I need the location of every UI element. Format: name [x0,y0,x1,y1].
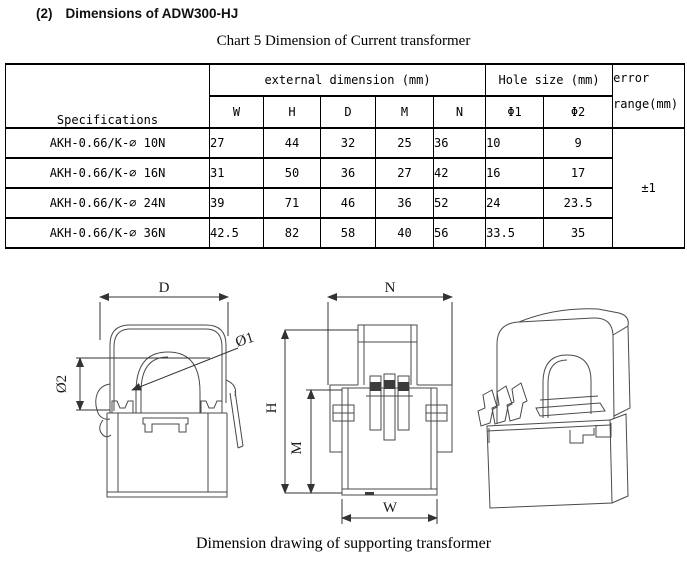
value-cell-phi1: 16 [485,157,545,189]
value-cell-phi1: 10 [485,127,545,159]
value-cell-phi2: 17 [543,157,614,189]
drawing-caption: Dimension drawing of supporting transfor… [195,535,492,552]
value-cell-d: 58 [320,217,376,249]
dim-label-n: N [385,280,396,296]
dim-label-phi1: Ø1 [234,330,256,351]
value-cell-h: 71 [263,187,321,219]
transformer-dimension-drawings: D Ø2 Ø1 [54,280,631,524]
value-cell-phi2: 23.5 [543,187,614,219]
front-view-drawing: N H M [264,280,453,524]
value-cell-n: 42 [432,157,487,189]
value-cell-h: 82 [263,217,321,249]
specifications-header: Specifications [5,63,210,129]
value-cell-d: 36 [320,157,376,189]
page-title: (2) Dimensions of ADW300-HJ [36,6,238,21]
table-row: AKH-0.66/K-⌀ 16N 31 50 36 27 42 16 17 [5,157,685,189]
col-header-n: N [432,95,487,129]
value-cell-phi1: 24 [485,187,545,219]
side-view-drawing: D Ø2 Ø1 [54,280,256,498]
value-cell-h: 50 [263,157,321,189]
section-marker: (2) [36,6,53,21]
value-cell-d: 32 [320,127,376,159]
value-cell-w: 27 [209,127,264,159]
value-cell-d: 46 [320,187,376,219]
value-cell-m: 36 [375,187,434,219]
value-cell-m: 40 [375,217,434,249]
value-cell-phi2: 9 [543,127,614,159]
table-header-row-2: W H D M N Φ1 Φ2 [6,95,685,129]
table-caption: Chart 5 Dimension of Current transformer [216,33,471,49]
value-cell-phi2: 35 [543,217,614,249]
error-range-header-line2: range(mm) [613,97,679,111]
spec-cell: AKH-0.66/K-⌀ 36N [5,217,210,249]
value-cell-n: 36 [432,127,487,159]
value-cell-m: 27 [375,157,434,189]
dim-label-h: H [264,402,280,413]
value-cell-phi1: 33.5 [485,217,545,249]
table-row: AKH-0.66/K-⌀ 10N 27 44 32 25 36 10 9 ±1 [5,127,686,249]
dim-label-phi2: Ø2 [54,375,70,393]
error-range-value: ±1 [612,127,686,249]
perspective-view-drawing [477,308,631,509]
col-header-d: D [320,95,376,129]
spec-cell: AKH-0.66/K-⌀ 10N [5,127,210,159]
col-header-w: W [209,95,264,129]
external-dimension-group-header: external dimension (mm) [208,63,487,97]
value-cell-w: 39 [209,187,264,219]
value-cell-w: 42.5 [209,217,264,249]
dim-label-w: W [383,500,398,516]
value-cell-n: 52 [432,187,487,219]
table-row: AKH-0.66/K-⌀ 36N 42.5 82 58 40 56 33.5 3… [5,217,685,249]
spec-cell: AKH-0.66/K-⌀ 16N [5,157,210,189]
dim-label-d: D [159,280,170,296]
table-row: AKH-0.66/K-⌀ 24N 39 71 46 36 52 24 23.5 [5,187,685,219]
value-cell-n: 56 [432,217,487,249]
value-cell-m: 25 [375,127,434,159]
dim-label-m: M [289,441,305,454]
col-header-h: H [263,95,321,129]
section-title: Dimensions of ADW300-HJ [65,6,239,21]
error-range-header-line1: error [613,71,650,85]
dimensions-table: Specifications external dimension (mm) H… [5,63,686,249]
spec-cell: AKH-0.66/K-⌀ 24N [5,187,210,219]
col-header-m: M [375,95,434,129]
value-cell-h: 44 [263,127,321,159]
col-header-phi2: Φ2 [543,95,614,129]
table-header-row-1: Specifications external dimension (mm) H… [5,63,686,129]
col-header-phi1: Φ1 [485,95,545,129]
value-cell-w: 31 [209,157,264,189]
error-range-header: error range(mm) [612,63,686,129]
hole-size-group-header: Hole size (mm) [485,63,614,97]
